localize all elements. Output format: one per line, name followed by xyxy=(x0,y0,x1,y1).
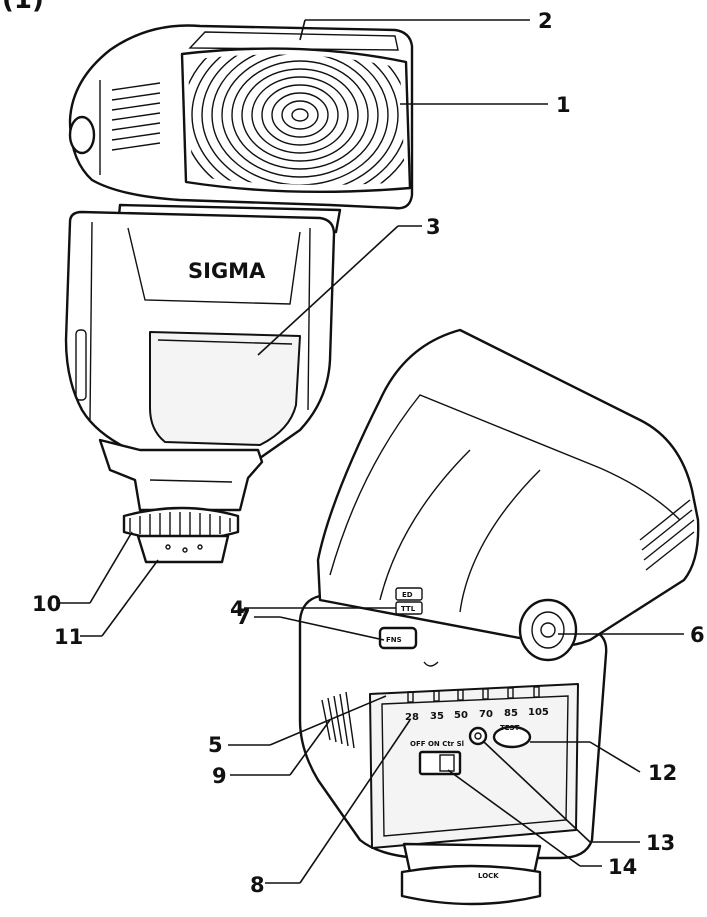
fresnel-lens xyxy=(188,54,405,185)
catchlight-panel xyxy=(188,31,399,51)
mode-button[interactable]: FNS xyxy=(378,626,418,650)
body-side-slot xyxy=(75,329,87,401)
callout-leaders xyxy=(60,19,684,884)
callout-2: 2 xyxy=(538,9,553,33)
tilt-release-knob[interactable] xyxy=(518,598,578,662)
callout-7: 7 xyxy=(236,605,251,629)
power-switch[interactable] xyxy=(418,750,462,776)
flash-back-view: 28 35 50 70 85 105 OFF ON Ctr Sl TEST FN… xyxy=(298,328,700,906)
head-side-dial xyxy=(68,115,96,155)
release-arrow-icon xyxy=(423,661,439,667)
head-back-vents xyxy=(639,499,695,571)
test-button[interactable]: TEST xyxy=(492,724,532,749)
flash-lower-body xyxy=(98,438,264,512)
callout-10: 10 xyxy=(32,592,61,616)
zoom-label-35: 35 xyxy=(430,711,444,722)
zoom-label-85: 85 xyxy=(504,708,518,719)
mode-button-label: FNS xyxy=(386,636,402,644)
mode-label-ed: ED xyxy=(402,591,413,599)
callout-3: 3 xyxy=(426,215,441,239)
callout-4: 4 xyxy=(230,597,245,621)
zoom-label-105: 105 xyxy=(528,707,549,718)
zoom-label-70: 70 xyxy=(479,709,493,720)
lock-ring-knurling xyxy=(129,512,231,538)
af-assist-window xyxy=(149,331,301,446)
ready-lamp xyxy=(468,726,488,746)
test-button-label: TEST xyxy=(500,724,520,732)
zoom-label-50: 50 xyxy=(454,710,468,721)
zoom-label-28: 28 xyxy=(405,712,419,723)
back-lock-ring xyxy=(400,864,542,906)
callout-numbers: 1 2 3 4 5 6 7 8 9 10 11 12 13 14 xyxy=(32,9,705,897)
callout-11: 11 xyxy=(54,625,83,649)
callout-5: 5 xyxy=(208,733,223,757)
mode-label-ttl: TTL xyxy=(401,605,416,613)
head-side-vents xyxy=(111,82,161,151)
lock-label: LOCK xyxy=(478,872,499,880)
callout-1: 1 xyxy=(556,93,571,117)
callout-6: 6 xyxy=(690,623,705,647)
flash-front-view: SIGMA xyxy=(64,24,414,564)
callout-8: 8 xyxy=(250,873,265,897)
zoom-scale: 28 35 50 70 85 105 xyxy=(405,686,549,723)
brand-logo: SIGMA xyxy=(188,259,266,283)
callout-14: 14 xyxy=(608,855,637,879)
body-side-vents xyxy=(321,691,355,749)
flash-head-back xyxy=(316,328,700,648)
callout-12: 12 xyxy=(648,761,677,785)
callout-9: 9 xyxy=(212,764,227,788)
switch-positions-text: OFF ON Ctr Sl xyxy=(410,740,464,748)
callout-13: 13 xyxy=(646,831,675,855)
figure-number-label: (1) xyxy=(2,0,44,15)
